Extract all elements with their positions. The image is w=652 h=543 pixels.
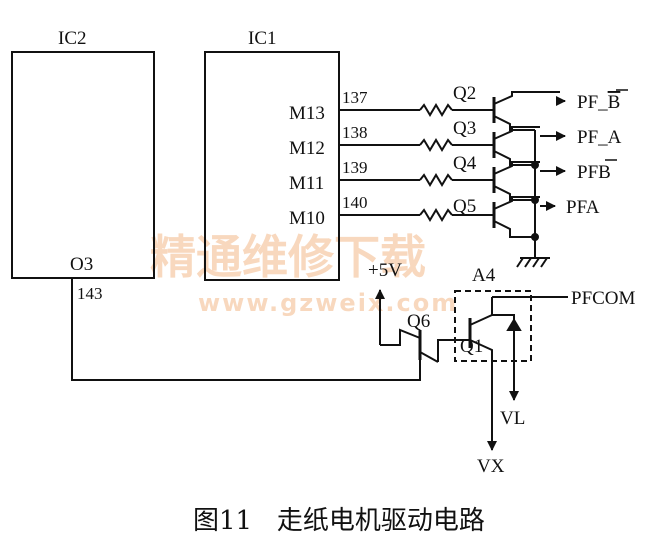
pf-b-letter: B (608, 92, 621, 113)
ic1-pin-m11: M11 (289, 173, 324, 194)
bottom-drive-section (71, 278, 568, 451)
figure-caption: 图11 走纸电机驱动电路 (193, 506, 485, 536)
svg-text:PFB: PFB (577, 162, 611, 183)
resistor-q5 (419, 208, 453, 222)
pfb-letter: B (598, 162, 611, 183)
pf-b-prefix: PF_ (577, 92, 608, 113)
output-pfa-label: PFA (566, 197, 600, 218)
driver-channel-q2 (339, 91, 566, 131)
pin-number-137: 137 (342, 88, 368, 107)
resistor-q2 (419, 103, 453, 117)
pin-number-139: 139 (342, 158, 368, 177)
ic2-label: IC2 (58, 28, 87, 49)
svg-text:PF_B: PF_B (577, 92, 620, 113)
resistor-q3 (419, 138, 453, 152)
resistor-q4 (419, 173, 453, 187)
ic1-pin-m10: M10 (289, 208, 325, 229)
label-plus5v: +5V (368, 260, 402, 281)
ic1-pin-m12: M12 (289, 138, 325, 159)
ic2-pin-143-number: 143 (77, 284, 103, 303)
driver-channel-q3 (339, 126, 566, 166)
label-q4: Q4 (453, 153, 477, 174)
label-q3: Q3 (453, 118, 476, 139)
driver-channel-q4 (339, 161, 566, 201)
pfb-prefix: PF (577, 162, 598, 183)
ic1-pin-m13: M13 (289, 103, 325, 124)
output-pfb-label: PFB (577, 159, 617, 183)
ic1-label: IC1 (248, 28, 277, 49)
output-pf-a-label: PF_A (577, 127, 622, 148)
output-pf-b-label: PF_B (577, 89, 628, 113)
label-q2: Q2 (453, 83, 476, 104)
label-q6: Q6 (407, 311, 430, 332)
label-q1: Q1 (460, 336, 483, 357)
watermark: 精通维修下载 www.gzweix.com (150, 230, 458, 317)
pin-number-140: 140 (342, 193, 368, 212)
ic1-chip: IC1 M13 M12 M11 M10 137 138 139 140 (204, 28, 368, 281)
driver-channel-q5 (339, 196, 556, 238)
watermark-title: 精通维修下载 (150, 230, 426, 284)
label-vl: VL (500, 408, 525, 429)
ic2-chip: IC2 O3 143 (11, 28, 155, 303)
label-vx: VX (477, 456, 505, 477)
label-a4: A4 (472, 265, 496, 286)
pin-number-138: 138 (342, 123, 368, 142)
label-pfcom: PFCOM (571, 288, 636, 309)
label-q5: Q5 (453, 196, 476, 217)
watermark-url: www.gzweix.com (198, 289, 458, 317)
ic2-pin-o3-label: O3 (70, 254, 93, 275)
ground-bus (516, 130, 550, 268)
wire-o3-to-q6 (71, 278, 421, 381)
